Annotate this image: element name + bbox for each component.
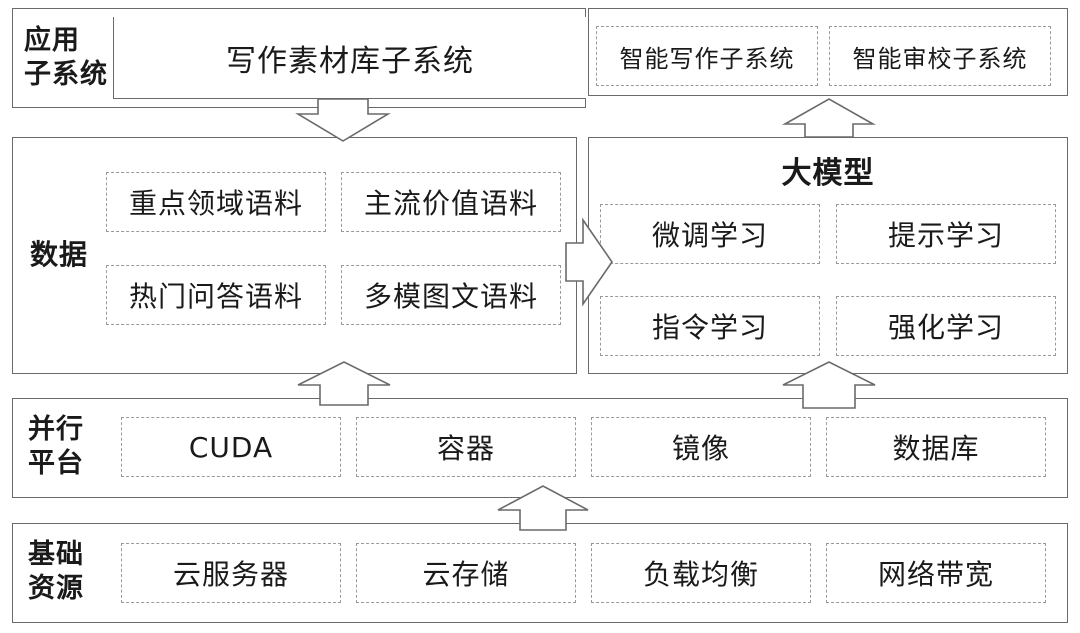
arrow-up-platform-to-model [782, 361, 876, 409]
arrow-right-data-to-model [565, 217, 613, 307]
infra-item-cloud-storage: 云存储 [356, 543, 576, 603]
model-item-instruction: 指令学习 [600, 296, 820, 356]
platform-item-database: 数据库 [826, 417, 1046, 477]
arrow-down-app-to-data [295, 98, 391, 142]
data-item-mainstream-value: 主流价值语料 [341, 172, 561, 232]
data-item-popular-qa: 热门问答语料 [106, 265, 326, 325]
infra-item-load-balancing: 负载均衡 [591, 543, 811, 603]
infra-item-bandwidth: 网络带宽 [826, 543, 1046, 603]
model-item-finetune: 微调学习 [600, 204, 820, 264]
model-layer-title: 大模型 [781, 156, 875, 191]
platform-item-cuda: CUDA [121, 417, 341, 477]
app-layer-label: 应用 子系统 [24, 25, 108, 90]
arrow-up-infra-to-platform [497, 485, 589, 531]
platform-layer-label: 并行 平台 [28, 414, 84, 479]
infra-item-cloud-server: 云服务器 [121, 543, 341, 603]
data-item-key-domain: 重点领域语料 [106, 172, 326, 232]
platform-item-image: 镜像 [591, 417, 811, 477]
model-item-reinforcement: 强化学习 [836, 296, 1056, 356]
arrow-up-model-to-app [781, 98, 877, 138]
data-layer-label: 数据 [30, 238, 89, 271]
platform-item-container: 容器 [356, 417, 576, 477]
smart-review-subsystem: 智能审校子系统 [829, 26, 1051, 86]
smart-writing-subsystem: 智能写作子系统 [596, 26, 818, 86]
infra-layer-label: 基础 资源 [28, 539, 84, 604]
data-item-multimodal: 多模图文语料 [341, 265, 561, 325]
model-item-prompt: 提示学习 [836, 204, 1056, 264]
arrow-up-platform-to-data [297, 361, 391, 406]
